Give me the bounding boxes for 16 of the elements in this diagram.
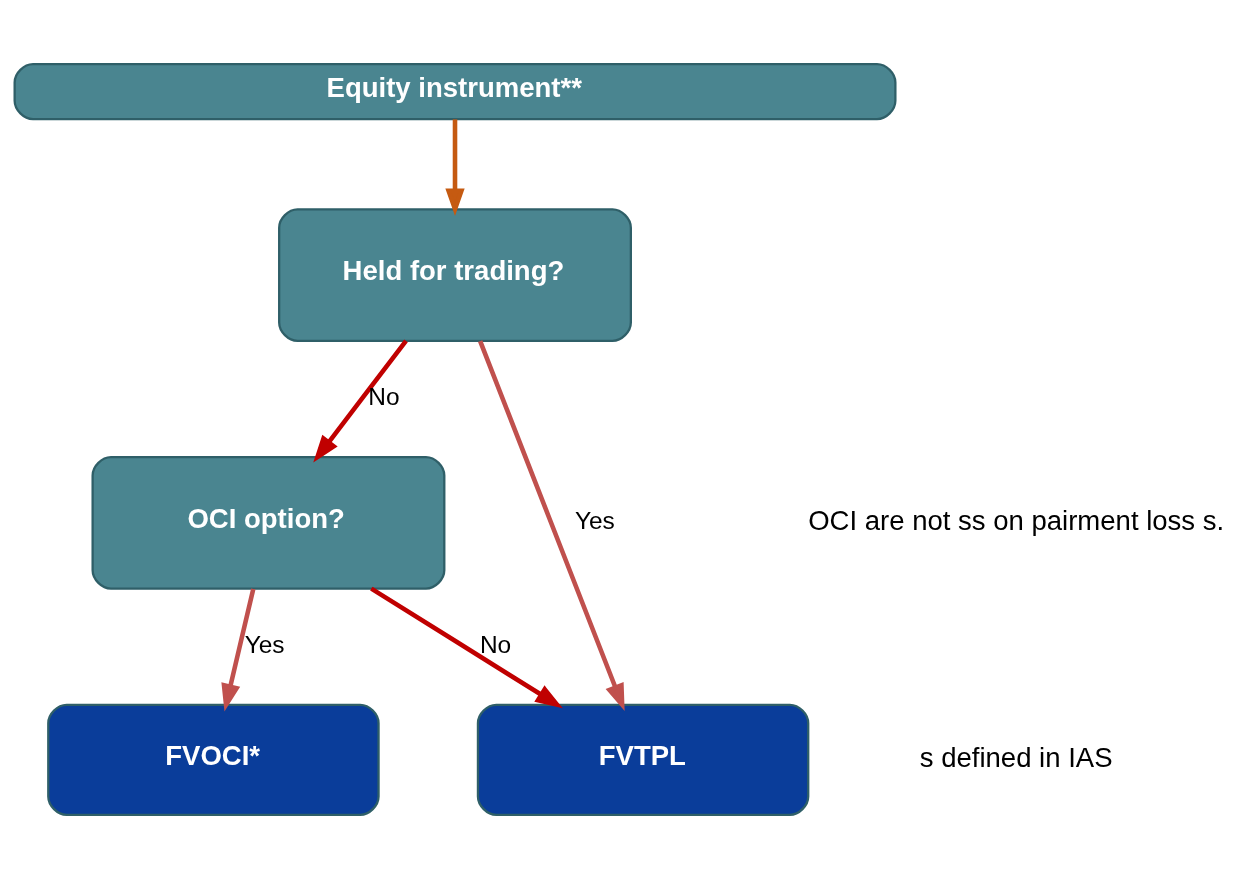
edge-label: Yes xyxy=(244,630,285,658)
edge-label: No xyxy=(368,382,400,410)
arrow xyxy=(221,588,256,712)
arrow xyxy=(313,339,408,463)
edge-label: Yes xyxy=(574,506,615,534)
arrow xyxy=(370,586,563,709)
edge-label: No xyxy=(479,630,512,658)
arrow xyxy=(478,340,625,712)
label: s defined in IAS xyxy=(919,741,1113,773)
node-box: FVOCI* xyxy=(47,703,380,817)
node-box: Held for trading? xyxy=(278,208,632,343)
arrow xyxy=(445,119,465,217)
node-box: FVTPL xyxy=(476,703,810,817)
node-box: Equity instrument** xyxy=(13,62,897,121)
node-box: OCI option? xyxy=(91,455,446,590)
label: OCI are not ss on pairment loss s. xyxy=(808,504,1225,536)
